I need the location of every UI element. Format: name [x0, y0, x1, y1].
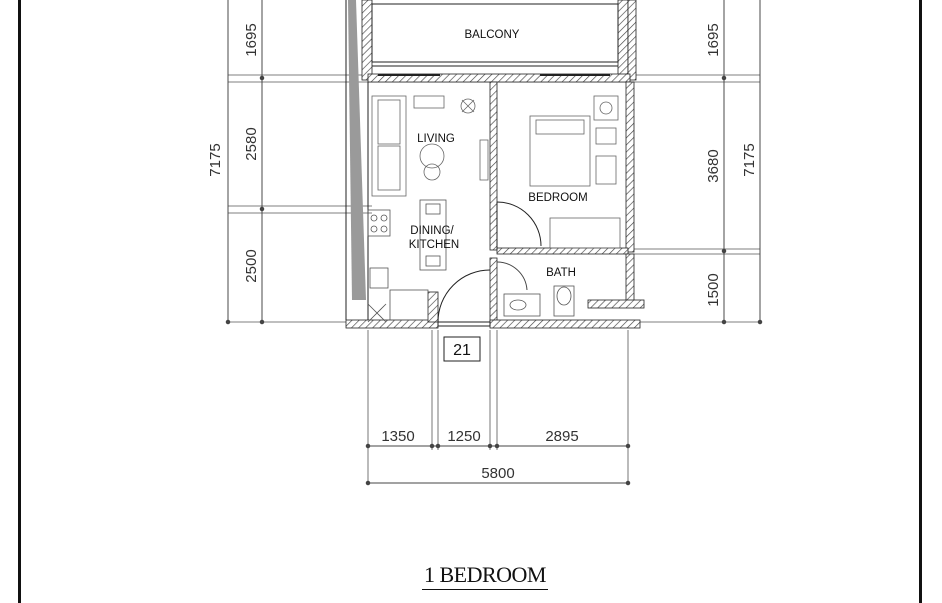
dim-right-bedroom: 3680 — [705, 149, 722, 182]
dining-label-line2: KITCHEN — [409, 239, 459, 251]
dimension-lines — [225, 0, 763, 486]
dim-left-balcony: 1695 — [243, 23, 260, 56]
dim-right-bath: 1500 — [705, 273, 722, 306]
living-furniture — [371, 95, 489, 197]
dim-bottom-total: 5800 — [481, 465, 514, 482]
bath-fixtures — [503, 285, 575, 317]
bath-label: BATH — [546, 267, 576, 279]
plan-title: 1 BEDROOM — [421, 562, 548, 590]
dim-left-total: 7175 — [207, 143, 224, 176]
dim-bottom-c: 2895 — [545, 428, 578, 445]
unit-number: 21 — [453, 342, 471, 359]
kitchen-fixtures — [367, 199, 447, 323]
dim-right-total: 7175 — [741, 143, 758, 176]
walls — [345, 0, 645, 329]
doors — [437, 201, 542, 327]
balcony-label: BALCONY — [465, 29, 520, 41]
plan-title-container: 1 BEDROOM — [360, 562, 610, 590]
balcony — [371, 3, 619, 76]
unit-number-box — [443, 336, 481, 362]
bedroom-furniture — [529, 95, 621, 249]
bedroom-label: BEDROOM — [528, 192, 587, 204]
dining-label-line1: DINING/ — [410, 225, 454, 237]
dim-left-kitchen: 2500 — [243, 249, 260, 282]
sheet-border-left — [18, 0, 21, 603]
dim-right-balcony: 1695 — [705, 23, 722, 56]
window-strip-left — [345, 0, 369, 320]
sheet-border-right — [919, 0, 922, 603]
dim-left-living: 2580 — [243, 127, 260, 160]
dim-bottom-b: 1250 — [447, 428, 480, 445]
dim-bottom-a: 1350 — [381, 428, 414, 445]
living-label: LIVING — [417, 133, 455, 145]
